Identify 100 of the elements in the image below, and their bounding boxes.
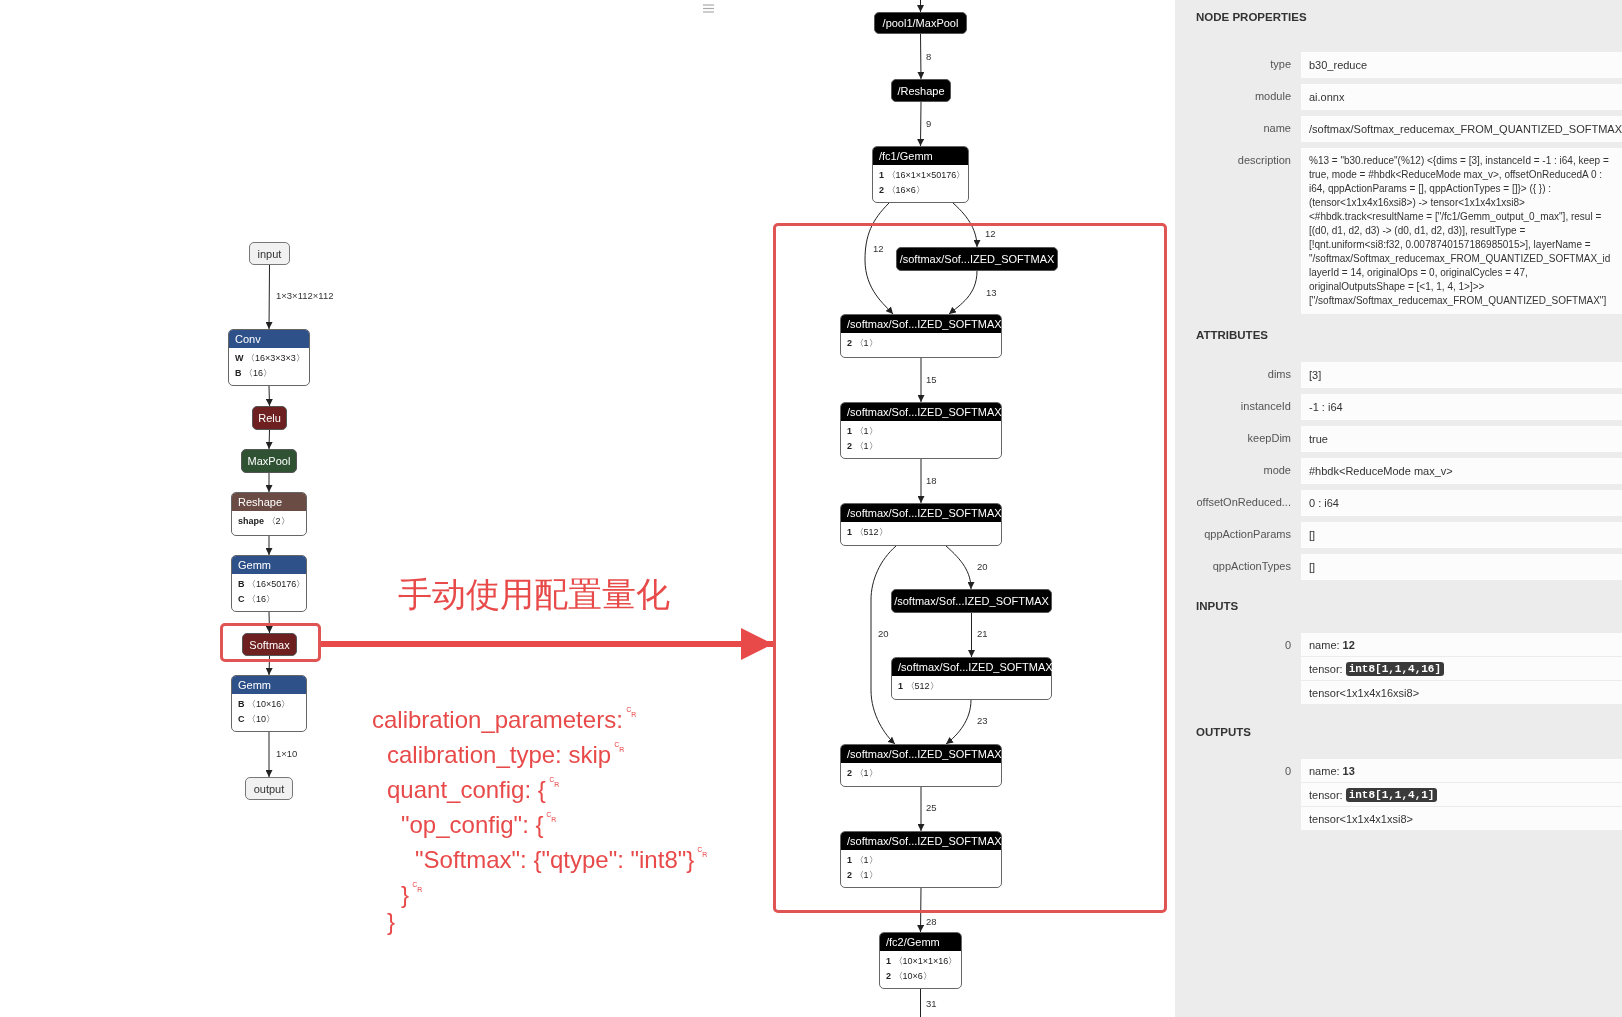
operator-node [891, 657, 1052, 700]
value-field: name: 12 [1301, 633, 1622, 656]
operator-node [872, 146, 969, 203]
code-line: "Softmax": {"qtype": "int8"}$^{␍}$ [415, 840, 711, 874]
type-badge: int8[1,1,4,1] [1345, 787, 1438, 802]
attribute-text: 1 〈1〉 [846, 854, 879, 867]
value-field: [3] [1301, 362, 1622, 388]
edge-label: 28 [925, 916, 938, 927]
node-header: /fc1/Gemm [873, 147, 968, 165]
node-header: Reshape [232, 493, 306, 511]
edge-label: 12 [984, 228, 997, 239]
highlight-frame [773, 223, 1167, 913]
edge-label: 9 [925, 118, 933, 129]
node-header: Conv [229, 330, 309, 348]
arrow [917, 357, 925, 403]
property-label: name [1263, 122, 1291, 135]
attribute-text: C 〈16〉 [237, 593, 276, 606]
operator-node [231, 492, 307, 536]
value-field: name: 13 [1301, 759, 1622, 782]
code-line: quant_config: {$^{␍}$ [387, 770, 562, 804]
property-label: keepDim [1247, 432, 1291, 445]
code-line: }$^{␍}$ [401, 875, 425, 909]
value-field: tensor<1x1x4x1xsi8> [1301, 807, 1622, 830]
arrow [917, 33, 925, 80]
code-line: "op_config": {$^{␍}$ [401, 805, 560, 839]
arrow [265, 385, 273, 407]
arrow [952, 202, 981, 248]
highlight-frame [220, 623, 321, 662]
operator-node [840, 314, 1002, 358]
section-heading: ATTRIBUTES [1196, 328, 1268, 342]
attribute-text: C 〈10〉 [237, 713, 276, 726]
node-header: /softmax/Sof...IZED_SOFTMAX [892, 658, 1051, 676]
operator-node [231, 675, 307, 732]
edge-label: 18 [925, 475, 938, 486]
operator-node [840, 831, 1002, 888]
operator-node: /Reshape [891, 79, 951, 102]
value-field: ai.onnx [1301, 84, 1622, 110]
operator-node [840, 503, 1002, 546]
property-label: dims [1267, 368, 1291, 381]
property-label: qppActionTypes [1212, 560, 1291, 573]
value-field: #hbdk<ReduceMode max_v> [1301, 458, 1622, 484]
edge-label: 12 [872, 243, 885, 254]
code-line: calibration_type: skip$^{␍}$ [387, 735, 628, 769]
property-label: 0 [1284, 765, 1291, 778]
section-heading: OUTPUTS [1196, 725, 1251, 739]
attribute-text: B 〈10×16〉 [237, 698, 292, 711]
attribute-text: 1 〈10×1×1×16〉 [885, 955, 959, 968]
node-header: /softmax/Sof...IZED_SOFTMAX [841, 745, 1001, 763]
arrow [265, 611, 273, 634]
edge-label: 25 [925, 802, 938, 813]
code-line: calibration_parameters:$^{␍}$ [372, 700, 639, 734]
value-field: true [1301, 426, 1622, 452]
attribute-text: W 〈16×3×3×3〉 [234, 352, 306, 365]
attribute-text: 2 〈16×6〉 [878, 184, 926, 197]
operator-node: Relu [252, 406, 287, 430]
arrow [945, 545, 975, 590]
section-heading: NODE PROPERTIES [1196, 10, 1307, 24]
attribute-text: 2 〈1〉 [846, 337, 879, 350]
section-heading: INPUTS [1196, 599, 1239, 613]
operator-node [840, 744, 1002, 787]
property-label: module [1254, 90, 1291, 103]
node-header: Gemm [232, 556, 306, 574]
property-label: offsetOnReduced... [1196, 496, 1291, 509]
attribute-text: B 〈16〉 [234, 367, 273, 380]
io-node: output [245, 777, 293, 800]
arrow [265, 655, 273, 676]
node-header: /fc2/Gemm [880, 933, 961, 951]
value-field: [] [1301, 522, 1622, 548]
edge-label: 1×10 [275, 748, 299, 759]
operator-node [228, 329, 310, 386]
arrow [917, 458, 925, 504]
arrow [870, 545, 897, 745]
property-label: instanceId [1240, 400, 1291, 413]
arrow [945, 699, 972, 745]
property-label: mode [1263, 464, 1291, 477]
arrow [968, 612, 975, 658]
edge-label: 13 [985, 287, 998, 298]
io-node: input [249, 242, 290, 265]
node-header: Gemm [232, 676, 306, 694]
arrow [917, 101, 925, 147]
code-line: } [387, 908, 395, 936]
arrow [948, 270, 978, 315]
attribute-text: B 〈16×50176〉 [237, 578, 307, 591]
arrow [265, 429, 273, 450]
field-label: tensor: [1309, 662, 1343, 675]
property-label: qppActionParams [1204, 528, 1291, 541]
operator-node [231, 555, 307, 612]
type-badge: int8[1,1,4,16] [1345, 661, 1445, 676]
field-label: tensor: [1309, 788, 1343, 801]
node-header: /softmax/Sof...IZED_SOFTMAX [841, 504, 1001, 522]
arrow [917, 887, 925, 933]
attribute-text: 1 〈1〉 [846, 425, 879, 438]
description-field: %13 = "b30.reduce"(%12) <{dims = [3], instanceId = -1 : i64, keep = true, mode = #hbdk<ReduceMode max_v>, offsetOnReducedA 0 : i64, qppActionParams = [], qppActionTypes = []}> ({ }) : (tensor<1x1x4x16xsi8>) -> tensor<1x1x4x1xsi8> <#hbdk.track<resultName = ["/fc1/Gemm_output_0_max"], resul = [(d0, d1, d2, d3) -> (d0, d1, d2, d3)], resultType = [!qnt.uniform<si8:f32, 0.0078740157186985015>], layerName = "/softmax/Softmax_reducemax_FROM_QUANTIZED_SOFTMAX_id layerId = 14, originalOps = 0, originalCycles = 47, originalOutputsShape = [<1, 1, 4, 1>]>> ["/softmax/Softmax_reducemax_FROM_QUANTIZED_SOFTMAX"] [1301, 148, 1622, 314]
node-header: /softmax/Sof...IZED_SOFTMAX [841, 403, 1001, 421]
attribute-text: 1 〈512〉 [897, 680, 940, 693]
node-header: /softmax/Sof...IZED_SOFTMAX [841, 315, 1001, 333]
edge-label: 31 [925, 998, 938, 1009]
value-field: b30_reduce [1301, 52, 1622, 78]
property-label: 0 [1284, 639, 1291, 652]
node-header: /softmax/Sof...IZED_SOFTMAX [841, 832, 1001, 850]
